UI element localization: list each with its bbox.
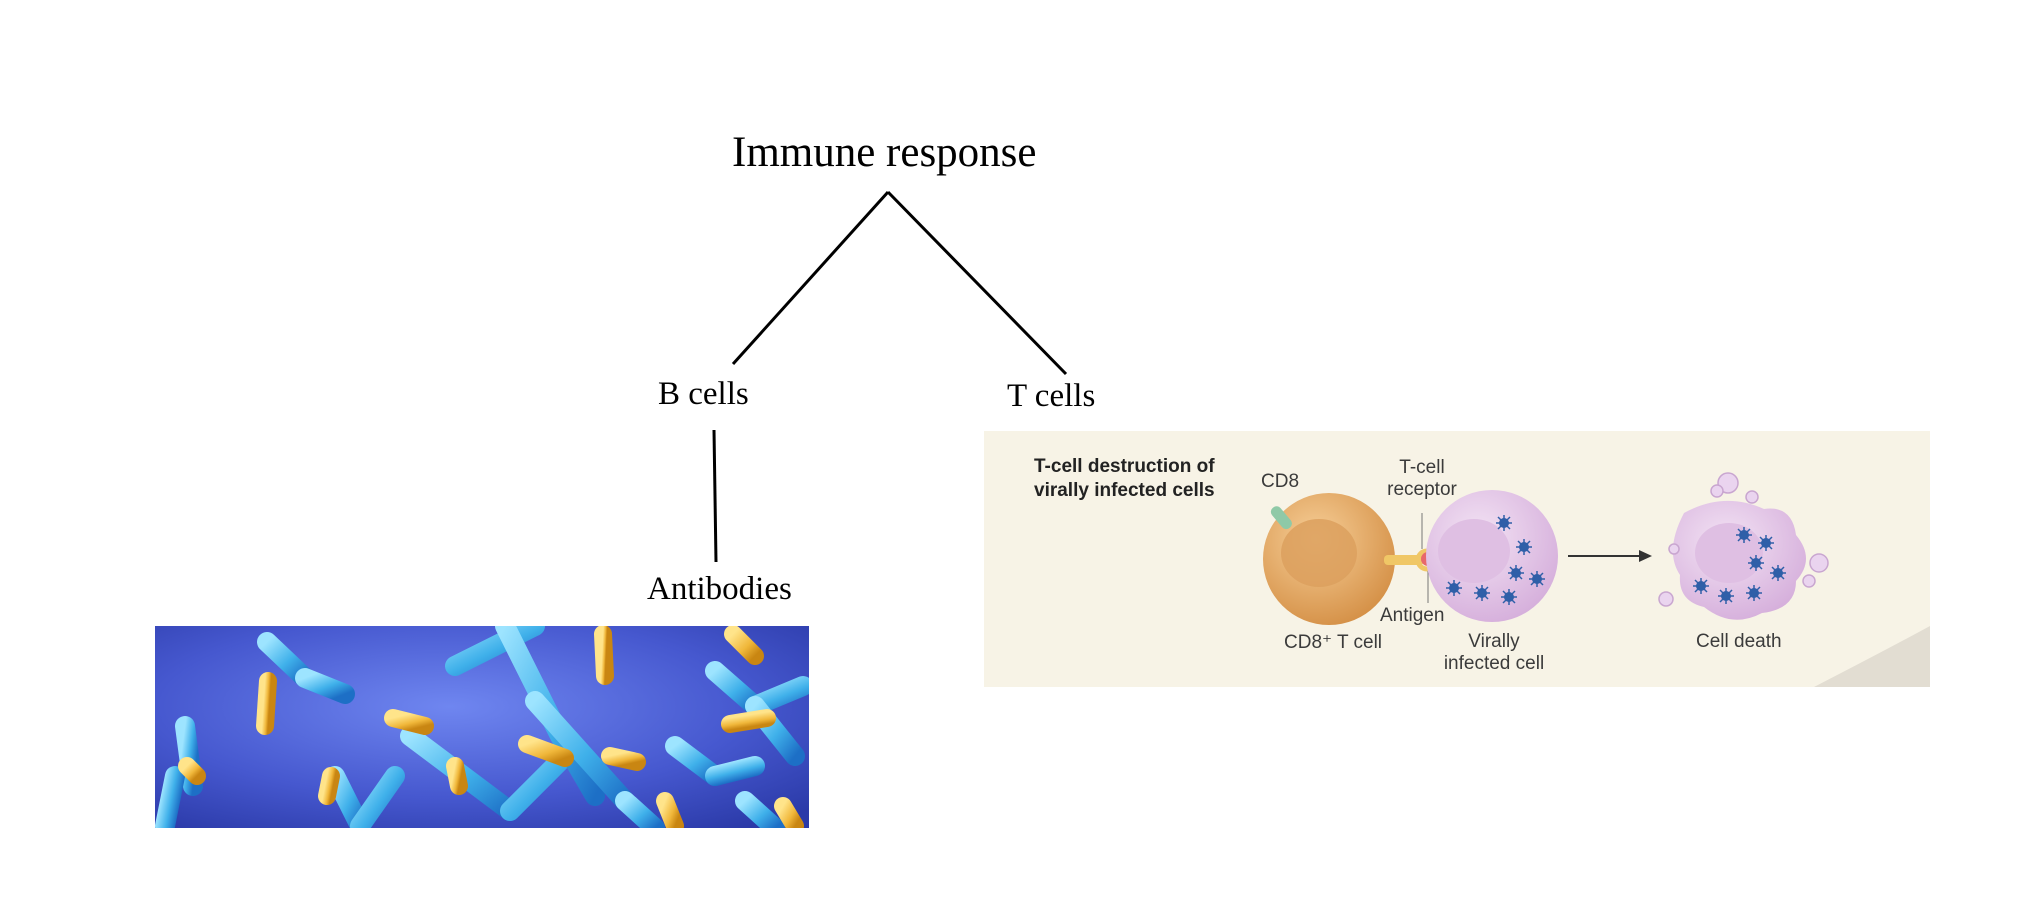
label-virally-infected-line1: Virally xyxy=(1468,631,1520,652)
label-cd8: CD8 xyxy=(1261,471,1300,492)
label-antigen: Antigen xyxy=(1380,605,1445,626)
label-virally-infected-line2: infected cell xyxy=(1443,653,1545,674)
connector-root-to-b-cells xyxy=(731,190,890,366)
tcell-panel-title-line2: virally infected cells xyxy=(1034,480,1215,501)
connector-root-to-t-cells xyxy=(886,190,1068,376)
tcell-panel-title-line1: T-cell destruction of xyxy=(1034,456,1215,477)
label-tcell-receptor: T-cell receptor xyxy=(1372,457,1472,501)
antibody-illustration xyxy=(155,626,809,828)
connector-b-cells-to-antibodies xyxy=(712,429,718,563)
label-tcell-receptor-line1: T-cell xyxy=(1399,457,1445,478)
tcell-panel-title: T-cell destruction of virally infected c… xyxy=(1034,455,1215,503)
label-tcell-receptor-line2: receptor xyxy=(1387,479,1457,500)
label-cd8-t-cell: CD8⁺ T cell xyxy=(1284,632,1383,653)
node-immune-response: Immune response xyxy=(732,129,1037,176)
node-b-cells: B cells xyxy=(658,376,749,412)
label-virally-infected-cell: Virally infected cell xyxy=(1424,631,1564,675)
node-antibodies: Antibodies xyxy=(647,571,792,607)
tcell-destruction-illustration: T-cell destruction of virally infected c… xyxy=(984,431,1930,687)
node-t-cells: T cells xyxy=(1007,378,1096,414)
label-cell-death: Cell death xyxy=(1696,631,1782,652)
